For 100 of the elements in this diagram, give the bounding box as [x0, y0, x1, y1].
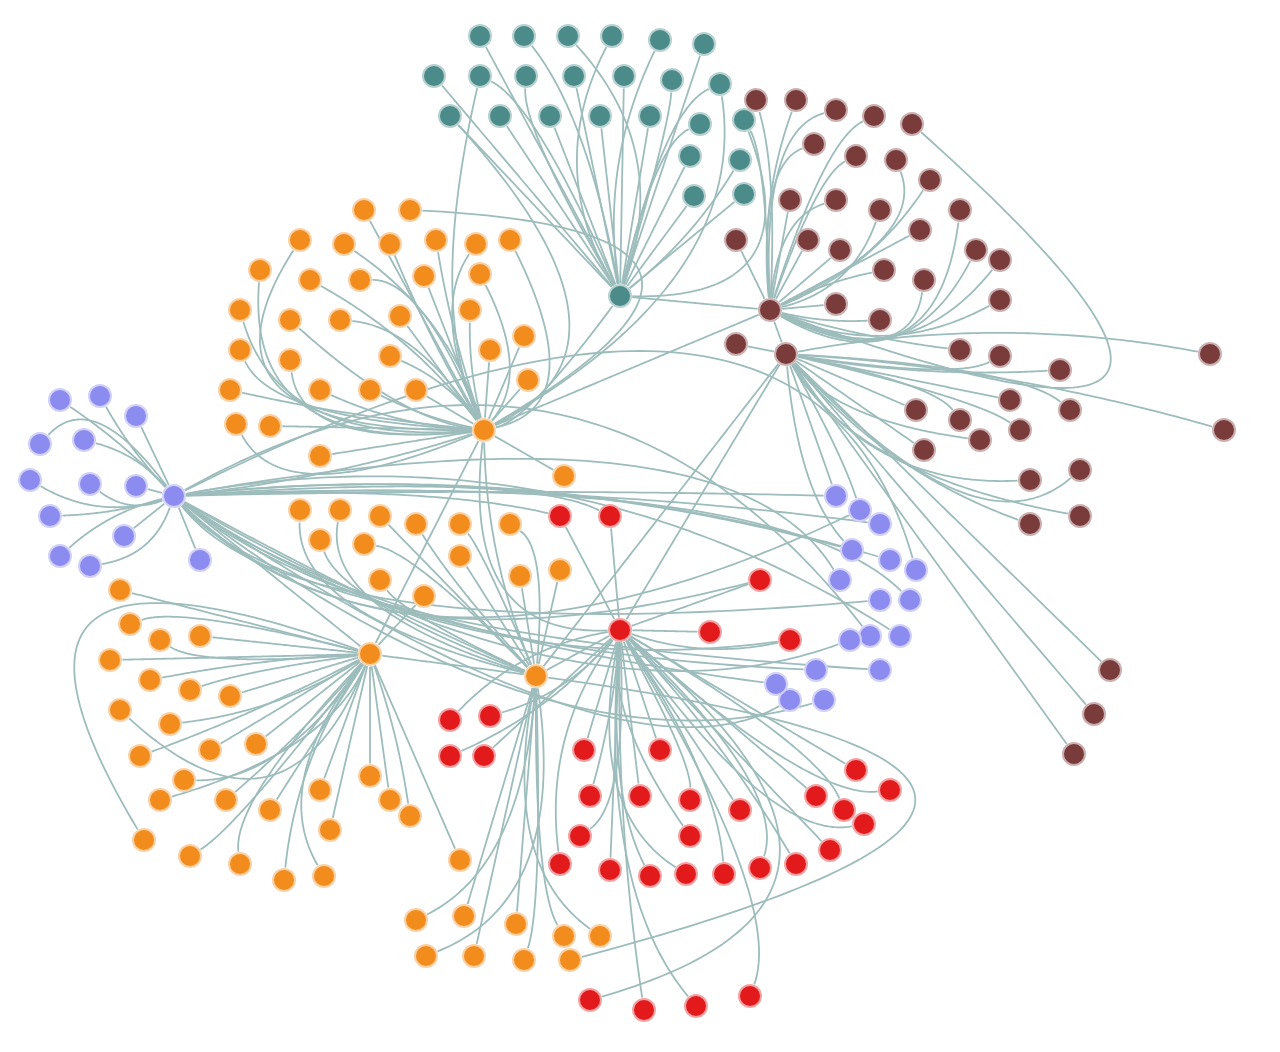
- network-link: [775, 250, 803, 300]
- network-node: [71, 427, 97, 453]
- network-node: [731, 107, 757, 133]
- network-node: [411, 263, 437, 289]
- network-node: [387, 303, 413, 329]
- network-link: [796, 358, 906, 406]
- network-node: [987, 343, 1013, 369]
- network-node: [837, 627, 863, 653]
- network-link: [485, 46, 615, 286]
- network-node: [123, 473, 149, 499]
- network-link: [181, 659, 361, 724]
- network-node: [747, 567, 773, 593]
- network-node: [227, 297, 253, 323]
- network-link: [610, 527, 620, 619]
- network-link: [441, 84, 613, 288]
- network-node: [467, 23, 493, 49]
- network-link: [132, 502, 166, 530]
- network-node: [397, 803, 423, 829]
- network-link: [779, 260, 972, 343]
- network-node: [783, 851, 809, 877]
- network-link: [400, 360, 478, 421]
- network-node: [471, 743, 497, 769]
- network-node: [551, 923, 577, 949]
- network-node: [659, 67, 685, 93]
- network-node: [277, 307, 303, 333]
- network-link: [781, 312, 949, 350]
- network-link: [766, 147, 804, 299]
- network-link: [795, 360, 915, 444]
- network-link: [629, 635, 841, 800]
- network-node: [357, 377, 383, 403]
- network-link: [542, 362, 780, 668]
- network-link: [589, 641, 623, 830]
- network-node: [1197, 341, 1223, 367]
- network-link: [780, 268, 994, 340]
- network-node: [597, 503, 623, 529]
- network-link: [478, 441, 609, 632]
- network-link: [794, 361, 1102, 663]
- network-node: [327, 307, 353, 333]
- network-node: [277, 347, 303, 373]
- network-node: [803, 657, 829, 683]
- network-link: [425, 395, 475, 425]
- network-link: [493, 435, 555, 471]
- network-node: [903, 397, 929, 423]
- network-link: [98, 490, 164, 507]
- network-node: [867, 587, 893, 613]
- network-node: [187, 623, 213, 649]
- network-node: [515, 367, 541, 393]
- network-node: [123, 403, 149, 429]
- network-node: [271, 867, 297, 893]
- network-link: [177, 506, 197, 550]
- network-node: [377, 343, 403, 369]
- network-link: [140, 426, 170, 486]
- network-node: [611, 63, 637, 89]
- network-link: [183, 404, 864, 628]
- network-link: [171, 664, 366, 798]
- network-link: [182, 502, 362, 648]
- network-node: [727, 797, 753, 823]
- network-link: [627, 638, 823, 842]
- network-node: [227, 337, 253, 363]
- network-node: [467, 63, 493, 89]
- network-link: [621, 127, 649, 285]
- network-node: [997, 387, 1023, 413]
- network-node: [351, 531, 377, 557]
- network-link: [467, 532, 532, 666]
- network-node: [437, 707, 463, 733]
- network-node: [597, 857, 623, 883]
- network-link: [484, 284, 511, 422]
- network-node: [867, 511, 893, 537]
- network-node: [731, 181, 757, 207]
- network-link: [547, 676, 917, 958]
- network-node: [497, 511, 523, 537]
- network-link: [323, 664, 367, 780]
- network-link: [61, 498, 163, 517]
- network-link: [631, 130, 767, 298]
- network-node: [897, 587, 923, 613]
- network-node: [827, 567, 853, 593]
- network-link: [373, 664, 410, 805]
- network-node: [307, 443, 333, 469]
- network-link: [564, 526, 616, 620]
- network-node: [883, 147, 909, 173]
- network-node: [1211, 417, 1237, 443]
- network-node: [243, 731, 269, 757]
- network-node: [1007, 417, 1033, 443]
- network-link: [778, 257, 832, 303]
- network-link: [494, 313, 760, 427]
- network-node: [257, 797, 283, 823]
- network-node: [823, 291, 849, 317]
- network-node: [577, 987, 603, 1013]
- network-node: [107, 577, 133, 603]
- network-node: [847, 497, 873, 523]
- network-link: [740, 250, 766, 300]
- network-node: [1081, 701, 1107, 727]
- network-node: [803, 783, 829, 809]
- network-link: [237, 662, 363, 853]
- network-link: [421, 533, 529, 668]
- network-node: [77, 553, 103, 579]
- network-node: [403, 511, 429, 537]
- network-node: [213, 787, 239, 813]
- network-node: [561, 63, 587, 89]
- network-link: [631, 296, 759, 310]
